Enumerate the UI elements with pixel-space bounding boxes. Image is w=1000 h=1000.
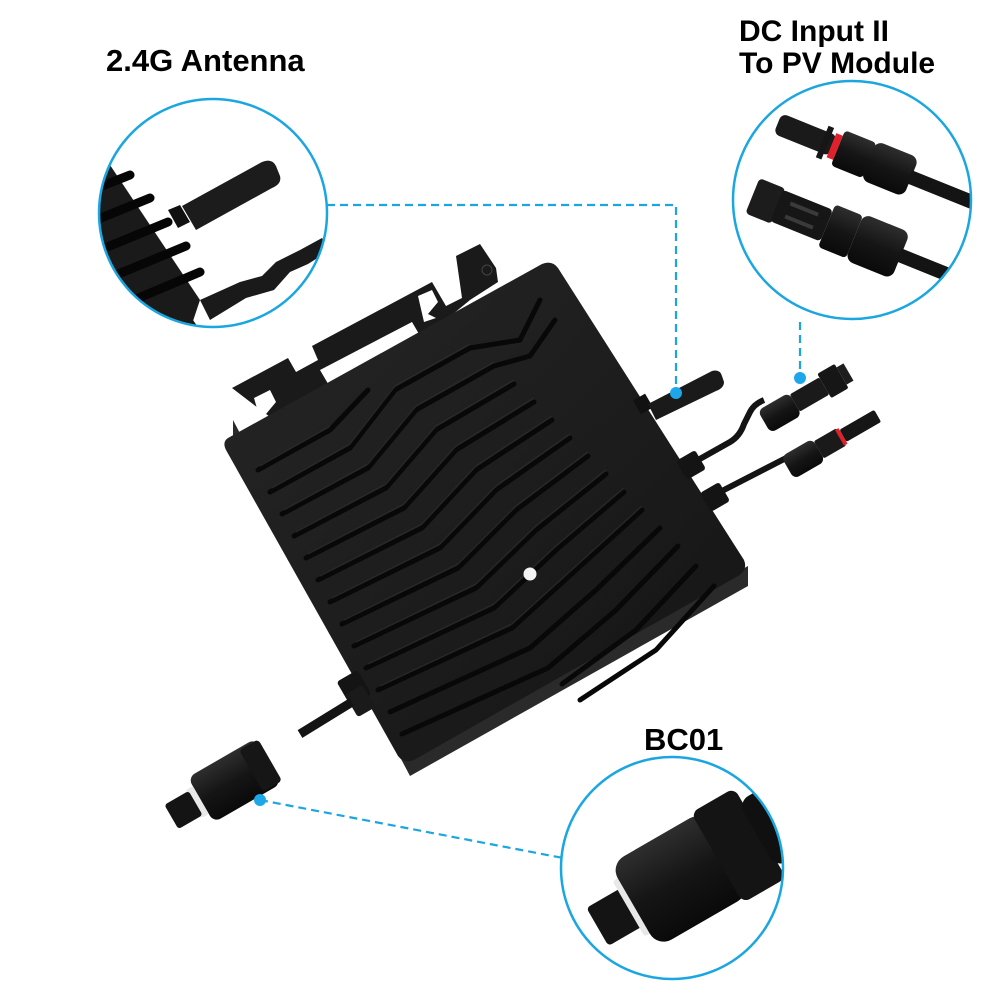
ac-cable <box>165 670 375 829</box>
leader-lines <box>259 203 802 860</box>
dc-input-callout <box>731 79 973 321</box>
antenna-leader-line <box>327 203 678 393</box>
bc01-callout <box>559 755 785 981</box>
bc01-label: BC01 <box>644 722 724 757</box>
dc-input-anchor-dot <box>794 372 806 384</box>
antenna <box>632 370 724 420</box>
antenna-callout <box>97 97 329 329</box>
inverter-housing <box>224 262 746 762</box>
dc-input-label: DC Input II To PV Module <box>739 15 936 81</box>
status-led <box>523 567 537 581</box>
heat-sink-fins <box>255 297 717 737</box>
dc-input-label-line1: DC Input II <box>739 15 889 48</box>
inverter-body <box>224 244 748 776</box>
bc01-leader-line <box>259 798 564 860</box>
dc-input-label-line2: To PV Module <box>739 47 936 81</box>
antenna-label: 2.4G Antenna <box>106 43 305 78</box>
bc01-anchor-dot <box>254 794 266 806</box>
dc-cables <box>677 363 881 511</box>
antenna-anchor-dot <box>670 387 682 399</box>
